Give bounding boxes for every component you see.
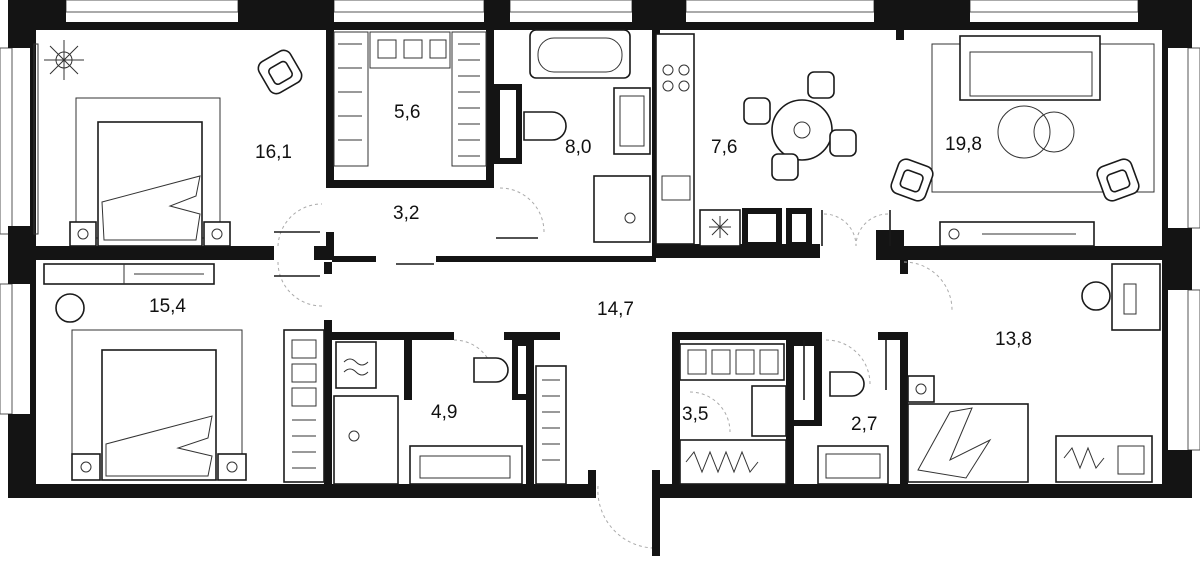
room-area-bedroom-2: 15,4: [149, 296, 186, 317]
armchair-icon: [1096, 158, 1140, 202]
room-area-bedroom-1: 16,1: [255, 142, 292, 163]
room-area-bedroom-3: 13,8: [995, 329, 1032, 350]
walls: [8, 0, 1192, 556]
room-area-hall: 14,7: [597, 299, 634, 320]
room-area-kitchen: 7,6: [711, 137, 737, 158]
room-area-bathroom-1: 8,0: [565, 137, 591, 158]
furniture: [33, 29, 1161, 485]
doors: [274, 187, 953, 549]
room-area-living-room: 19,8: [945, 134, 982, 155]
plant-icon: [44, 40, 84, 80]
armchair-icon: [257, 49, 303, 95]
snowflake-icon: [709, 216, 731, 238]
room-area-dressing-2: 3,5: [682, 404, 708, 425]
armchair-icon: [890, 158, 934, 202]
area-labels: 16,1 5,6 8,0 7,6 19,8 3,2 15,4 14,7 13,8…: [149, 102, 1032, 435]
room-area-dressing-1: 5,6: [394, 102, 420, 123]
room-area-bathroom-2: 4,9: [431, 402, 457, 423]
room-area-corridor-upper: 3,2: [393, 203, 419, 224]
room-area-bathroom-3: 2,7: [851, 414, 877, 435]
